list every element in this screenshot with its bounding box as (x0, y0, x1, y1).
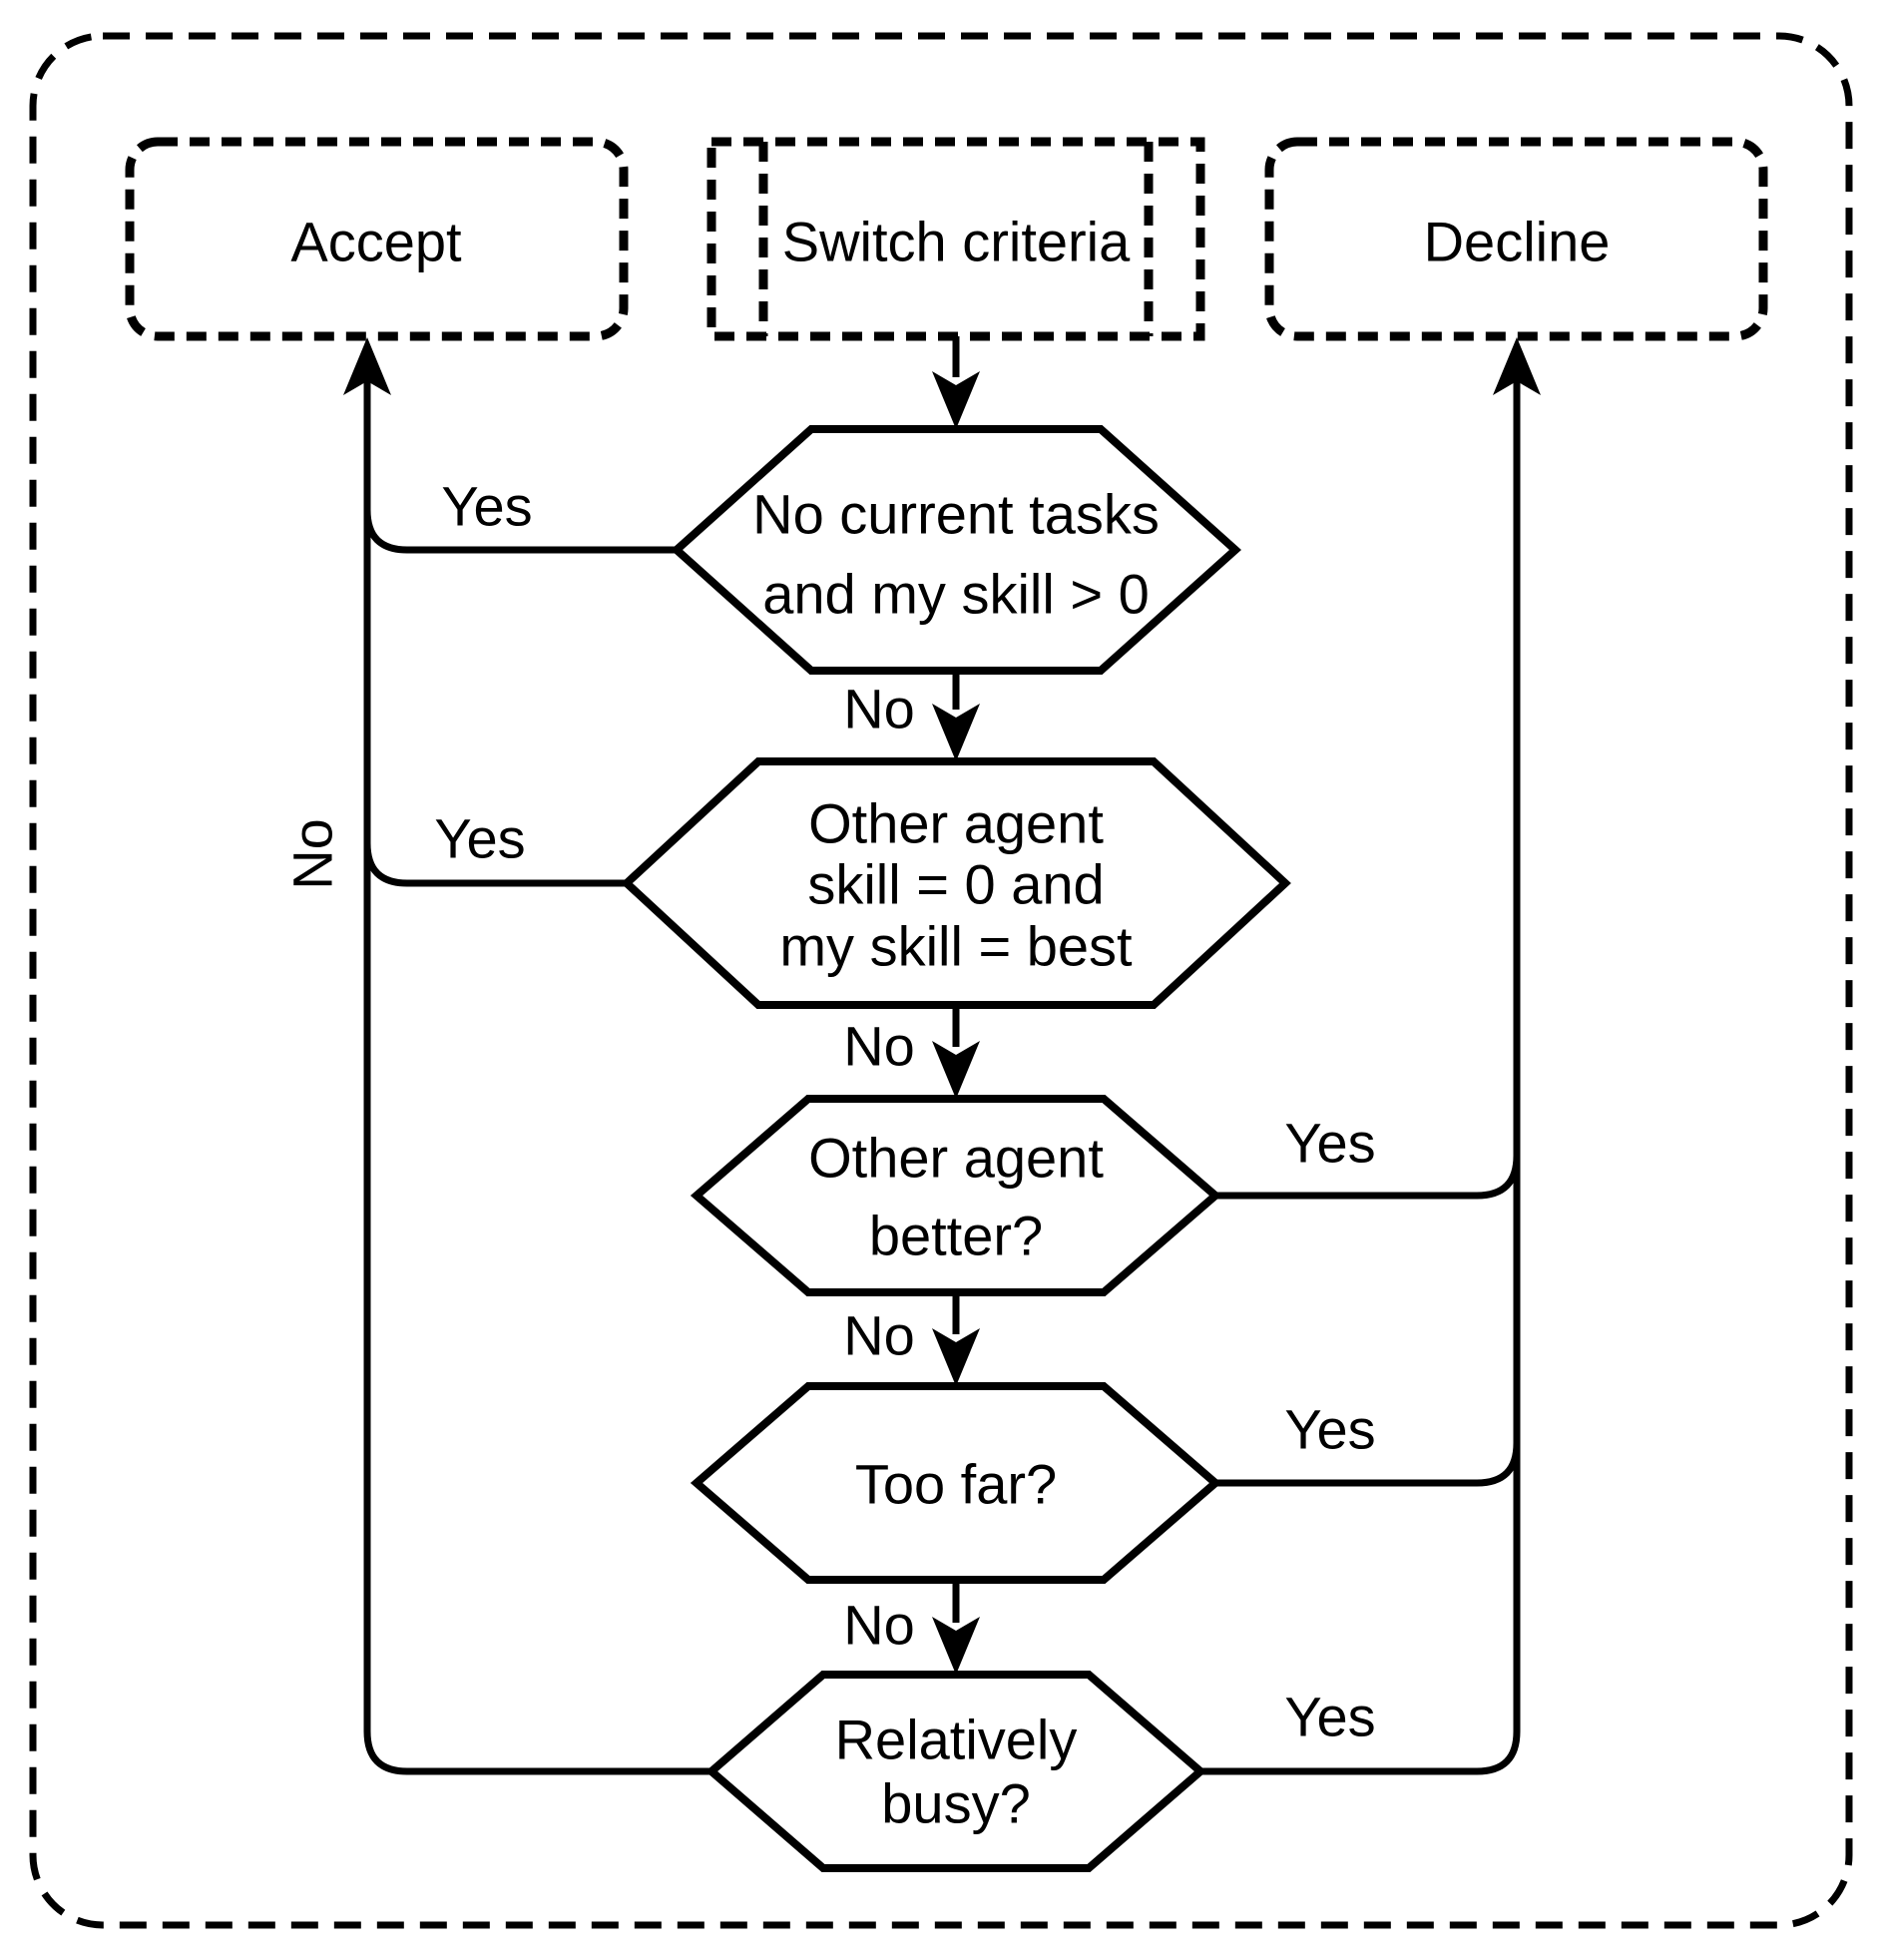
label-yes-d4: Yes (1284, 1398, 1375, 1461)
label-yes-d2: Yes (434, 807, 525, 870)
switch-criteria-label: Switch criteria (782, 211, 1131, 273)
decision-relatively-busy-line2: busy? (881, 1772, 1030, 1835)
decision-too-far: Too far? (690, 1382, 1222, 1584)
decision-other-agent-better-line1: Other agent (808, 1127, 1104, 1190)
arrowhead-into-d5 (932, 1617, 980, 1675)
decision-too-far-shape (690, 1382, 1222, 1584)
arrowhead-into-d4 (932, 1328, 980, 1386)
label-no-d1: No (843, 678, 915, 740)
accept-terminal: Accept (125, 137, 629, 341)
decision-other-agent-skill-line3: my skill = best (779, 915, 1133, 978)
decision-other-agent-skill-shape (621, 757, 1291, 1009)
label-yes-d5: Yes (1284, 1686, 1375, 1748)
edge-yes-d3-to-decline (1215, 1155, 1521, 1200)
accept-box (125, 137, 629, 341)
decision-other-agent-better-line2: better? (869, 1205, 1043, 1267)
accept-label: Accept (290, 211, 462, 273)
decision-other-agent-better: Other agent better? (690, 1095, 1222, 1296)
label-no-d3: No (843, 1304, 915, 1367)
decision-other-agent-skill-line2: skill = 0 and (807, 853, 1104, 916)
decision-other-agent-skill: Other agent skill = 0 and my skill = bes… (621, 757, 1291, 1009)
decision-other-agent-skill-line1: Other agent (808, 792, 1104, 855)
label-yes-d1: Yes (441, 475, 532, 538)
decision-relatively-busy-line1: Relatively (835, 1709, 1078, 1771)
arrowhead-into-decline (1493, 337, 1541, 395)
edge-yes-d4-to-decline (1215, 1442, 1521, 1487)
edge-no-rail-to-accept (363, 379, 711, 1775)
arrowhead-into-accept (343, 337, 391, 395)
label-no-d2: No (843, 1015, 915, 1078)
edge-yes-d1-to-accept (363, 509, 677, 554)
switch-criteria-box (706, 137, 1205, 341)
label-no-left-rail: No (281, 818, 344, 890)
arrowhead-into-d3 (932, 1041, 980, 1099)
decision-other-agent-better-shape (690, 1095, 1222, 1296)
edge-yes-d2-to-accept (363, 842, 627, 887)
decision-no-current-tasks: No current tasks and my skill > 0 (671, 425, 1241, 675)
decision-no-current-tasks-line1: No current tasks (752, 483, 1160, 546)
arrowhead-into-d2 (932, 704, 980, 761)
decision-no-current-tasks-line2: and my skill > 0 (762, 563, 1150, 626)
label-yes-d3: Yes (1284, 1112, 1375, 1175)
decision-relatively-busy: Relatively busy? (705, 1671, 1207, 1872)
outer-boundary (29, 32, 1853, 1929)
arrowhead-into-d1 (932, 371, 980, 429)
decision-relatively-busy-shape (705, 1671, 1207, 1872)
label-no-d4: No (843, 1594, 915, 1657)
decline-box (1264, 137, 1768, 341)
edge-yes-d5-to-decline (1200, 1730, 1521, 1775)
decision-too-far-line1: Too far? (855, 1453, 1057, 1516)
decision-no-current-tasks-shape (671, 425, 1241, 675)
decline-terminal: Decline (1264, 137, 1768, 341)
decline-label: Decline (1424, 211, 1611, 273)
switch-criteria-process: Switch criteria (706, 137, 1205, 341)
